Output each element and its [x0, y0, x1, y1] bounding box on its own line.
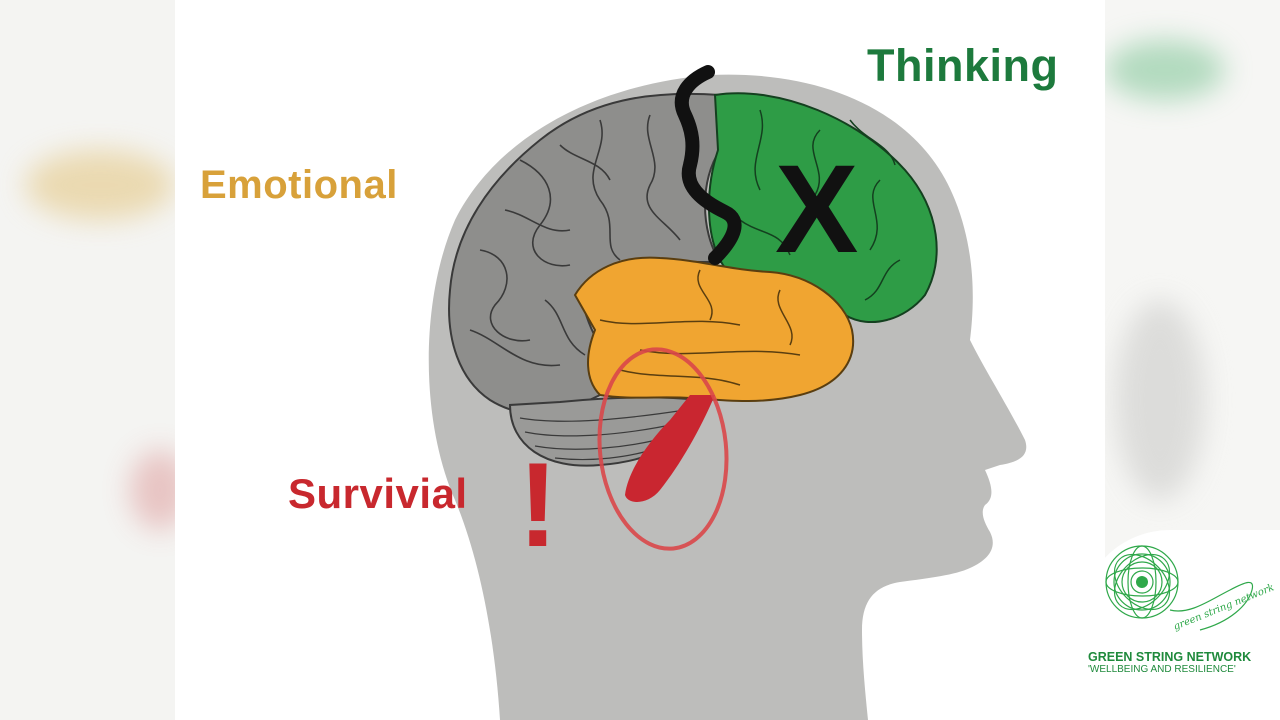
cerebrum-folds	[469, 114, 681, 367]
x-mark: X	[775, 140, 858, 279]
survival-label: Survivial	[288, 470, 468, 517]
blurred-background-left	[0, 0, 175, 720]
emotional-label: Emotional	[200, 163, 398, 207]
thinking-folds	[739, 109, 901, 301]
limbic-region	[573, 256, 855, 403]
logo-script-text: green string network	[1172, 582, 1276, 633]
divider-squiggle	[674, 65, 742, 265]
logo-tagline: 'WELLBEING AND RESILIENCE'	[1088, 664, 1236, 675]
logo-title: GREEN STRING NETWORK	[1088, 650, 1252, 664]
survival-highlight-ellipse	[597, 347, 729, 551]
brain-diagram: X !	[428, 65, 1027, 720]
thinking-label: Thinking	[867, 40, 1059, 91]
brain-diagram-slide: X ! Thinking Emotional Survivial	[175, 0, 1105, 720]
mandala-logo-icon: green string network	[1105, 545, 1276, 633]
exclamation-mark: !	[518, 438, 558, 572]
limbic-folds	[599, 269, 801, 386]
green-string-network-logo: green string network GREEN STRING NETWOR…	[1080, 530, 1280, 720]
brainstem	[625, 395, 715, 502]
